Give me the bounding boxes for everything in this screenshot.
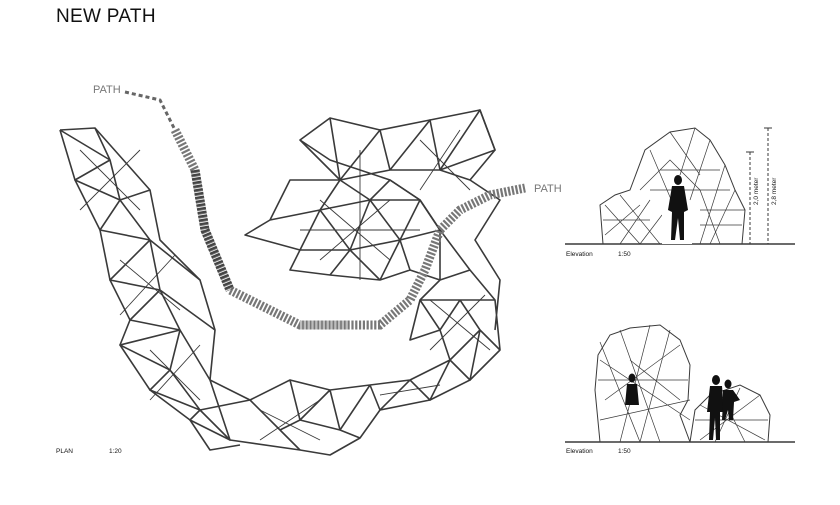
person-silhouette-1 — [668, 175, 688, 240]
elevation-2-outline-right — [689, 384, 771, 443]
plan-caption: PLAN — [56, 448, 73, 455]
path-label-right: PATH — [534, 183, 562, 195]
plan-lattice-left — [59, 127, 501, 451]
elevation-1-caption: Elevation — [566, 251, 593, 258]
elevation-2-scale: 1:50 — [618, 448, 631, 455]
person-silhouette-3 — [707, 375, 740, 440]
plan-lattice-upper — [244, 109, 496, 301]
elevation-2-drawing — [565, 324, 795, 443]
elevation-2-outline-left — [594, 324, 691, 443]
person-silhouette-2 — [625, 373, 639, 405]
plan-bracing — [79, 129, 491, 441]
page-title: NEW PATH — [56, 6, 156, 27]
path-label-top: PATH — [93, 84, 121, 96]
elevation-1-lattice — [603, 127, 745, 245]
path-lead-top — [124, 90, 177, 131]
path-route — [170, 127, 526, 330]
plan-scale: 1:20 — [109, 448, 122, 455]
total-height-label: 2,8 meter — [771, 177, 778, 205]
elevation-1-scale: 1:50 — [618, 251, 631, 258]
elevation-2-caption: Elevation — [566, 448, 593, 455]
elevation-1-drawing — [565, 127, 795, 245]
elevation-1-outline — [599, 127, 746, 245]
plan-left-wing-inner — [59, 129, 241, 451]
path-route-shade — [190, 169, 235, 292]
door-height-label: 2,0 meter — [753, 177, 760, 205]
